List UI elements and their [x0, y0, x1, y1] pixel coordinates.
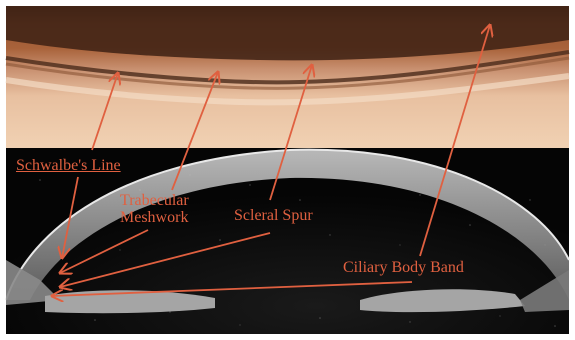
oct-scan	[6, 148, 569, 334]
schwalbes-line-label: Schwalbe's Line	[16, 157, 121, 174]
trabecular-line-2: Meshwork	[120, 209, 189, 226]
trabecular-line-1: Trabecular	[120, 192, 189, 209]
scleral-spur-label: Scleral Spur	[234, 207, 313, 224]
trabecular-meshwork-label: Trabecular Meshwork	[120, 192, 189, 226]
gonioscopy-photo	[6, 6, 569, 156]
ciliary-body-band-label: Ciliary Body Band	[343, 259, 464, 276]
